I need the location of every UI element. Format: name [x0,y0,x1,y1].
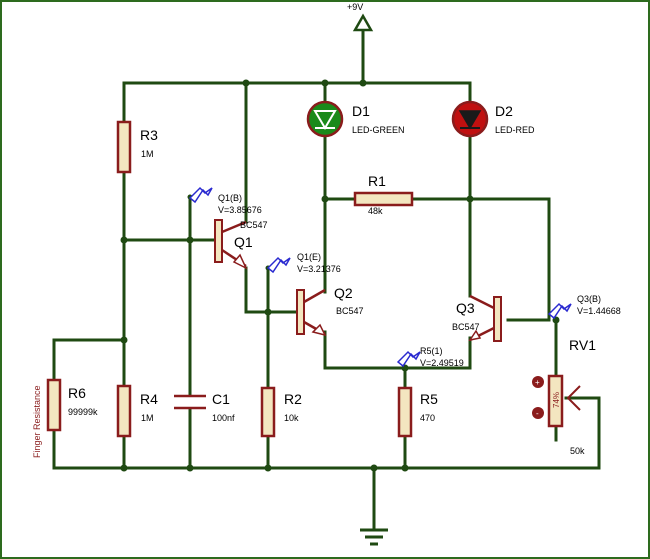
svg-text:+: + [535,378,540,387]
r2-ref: R2 [284,391,302,407]
rv1-ref: RV1 [569,337,596,353]
r3-resistor[interactable]: R3 1M [116,120,158,174]
d1-led-body [306,100,344,138]
svg-text:-: - [536,409,539,418]
rv1-value: 50k [570,446,585,456]
c1-capacitor[interactable]: C1 100nf [174,391,235,423]
d2-led[interactable]: D2 LED-RED [451,100,535,138]
q1-ref: Q1 [234,234,253,250]
probe-q1-emitter[interactable]: Q1(E) V=3.21376 [266,252,341,274]
supply-label: +9V [347,2,363,12]
probe-q1b-name: Q1(B) [218,193,242,203]
r4-value: 1M [141,413,154,423]
r2-resistor[interactable]: R2 10k [260,386,302,438]
r1-ref: R1 [368,173,386,189]
wires [52,28,601,532]
d2-value: LED-RED [495,125,535,135]
r5-value: 470 [420,413,435,423]
r1-value: 48k [368,206,383,216]
probe-q3b-name: Q3(B) [577,294,601,304]
probe-q3b-reading: V=1.44668 [577,306,621,316]
ground-symbol [360,528,388,546]
r6-ref: R6 [68,385,86,401]
r5-ref: R5 [420,391,438,407]
r3-ref: R3 [140,127,158,143]
probe-r5-reading: V=2.49519 [420,358,464,368]
q3-transistor[interactable]: Q3 BC547 [452,294,502,342]
r6-resistor[interactable]: R6 99999k Finger Resistance [32,378,98,458]
q3-ref: Q3 [456,300,475,316]
d1-ref: D1 [352,103,370,119]
d2-ref: D2 [495,103,513,119]
q1-transistor[interactable]: Q1 BC547 [214,219,268,270]
d1-value: LED-GREEN [352,125,405,135]
r6-value: 99999k [68,407,98,417]
q2-transistor[interactable]: Q2 BC547 [296,285,364,337]
d1-led[interactable]: D1 LED-GREEN [306,100,405,138]
q3-value: BC547 [452,322,480,332]
probe-q1-base[interactable]: Q1(B) V=3.85676 [188,186,262,215]
q2-value: BC547 [336,306,364,316]
q1-value: BC547 [240,220,268,230]
r4-ref: R4 [140,391,158,407]
r2-value: 10k [284,413,299,423]
rv1-increase-button[interactable] [532,376,544,388]
probe-q1e-name: Q1(E) [297,252,321,262]
q2-ref: Q2 [334,285,353,301]
r5-resistor[interactable]: R5 470 [397,386,438,438]
probe-q1b-reading: V=3.85676 [218,205,262,215]
c1-ref: C1 [212,391,230,407]
rv1-wiper-percent: 74% [552,392,561,408]
probe-r5[interactable]: R5(1) V=2.49519 [396,346,464,368]
c1-value: 100nf [212,413,235,423]
probe-q3-base[interactable]: Q3(B) V=1.44668 [547,294,621,320]
finger-resistance-label: Finger Resistance [32,385,42,458]
junction-dots [120,79,560,472]
r4-resistor[interactable]: R4 1M [116,384,158,438]
rv1-decrease-button[interactable] [532,407,544,419]
probe-q1e-reading: V=3.21376 [297,264,341,274]
probe-r5-name: R5(1) [420,346,443,356]
supply-terminal[interactable]: +9V [347,2,374,32]
r3-value: 1M [141,149,154,159]
r1-resistor[interactable]: R1 48k [353,173,414,216]
rv1-potentiometer[interactable]: 74% + - RV1 50k [532,337,596,456]
